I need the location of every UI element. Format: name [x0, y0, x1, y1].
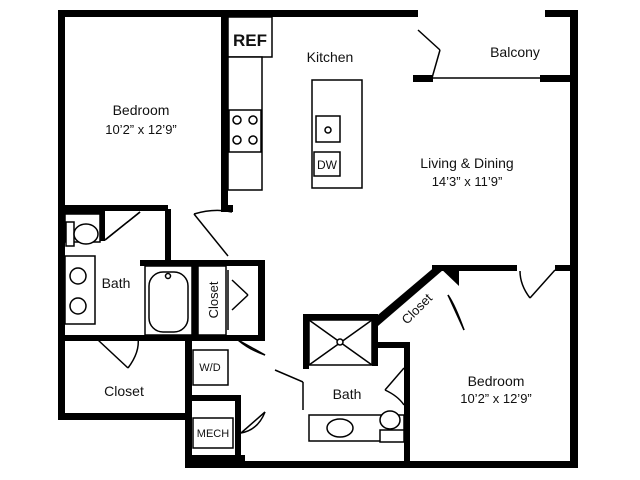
mech-label: MECH: [197, 428, 229, 440]
fixture-labels: REF DW W/D MECH: [192, 31, 338, 449]
window-lines: [100, 12, 575, 450]
door-swings: [97, 29, 556, 434]
bath1-name: Bath: [102, 275, 131, 291]
kitchen-name: Kitchen: [307, 49, 354, 65]
bedroom1-name: Bedroom: [113, 102, 170, 118]
bedroom2-dims: 10’2” x 12’9”: [460, 391, 532, 406]
balcony-name: Balcony: [490, 44, 540, 60]
closet2-name: Closet: [206, 281, 221, 318]
bath2-fixtures: [308, 319, 405, 443]
living-dining-name: Living & Dining: [420, 155, 513, 171]
bedroom2-name: Bedroom: [468, 373, 525, 389]
ref-label: REF: [233, 31, 267, 50]
mech-box: [192, 417, 234, 449]
closet1-name: Closet: [104, 383, 144, 399]
living-dining-dims: 14’3” x 11’9”: [432, 174, 503, 189]
dw-label: DW: [317, 158, 338, 172]
kitchen-fixtures: [227, 16, 363, 191]
bath2-name: Bath: [333, 386, 362, 402]
bath1-fixtures: [64, 213, 229, 336]
bedroom1-dims: 10’2” x 12’9”: [105, 122, 177, 137]
washer-dryer-box: [192, 349, 229, 386]
cooktop: [228, 109, 262, 153]
wd-label: W/D: [199, 362, 220, 374]
interior-walls: [58, 17, 575, 465]
